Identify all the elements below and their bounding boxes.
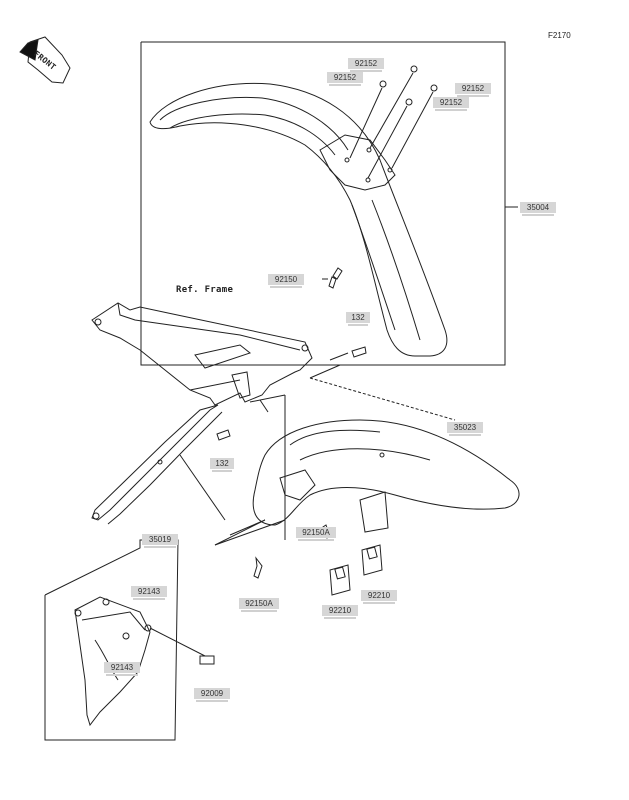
rear-fender <box>252 419 520 526</box>
part-label-screw-mud-flap[interactable]: 92009 <box>194 688 230 699</box>
bolt-icon <box>351 346 367 358</box>
part-label-collar-2[interactable]: 92143 <box>104 662 140 673</box>
front-arrow-icon <box>19 36 71 84</box>
part-label-collar-1[interactable]: 92143 <box>131 586 167 597</box>
part-label-washer-3[interactable]: 92152 <box>455 83 491 94</box>
part-label-bolt-front-fender[interactable]: 92150 <box>268 274 304 285</box>
reference-label: Ref. Frame <box>176 285 234 295</box>
frame <box>91 302 313 406</box>
mud-flap-group-box <box>44 539 179 741</box>
washer-icon <box>405 98 413 106</box>
part-label-washer-1[interactable]: 92152 <box>348 58 384 69</box>
figure-code: F2170 <box>548 31 571 40</box>
part-label-washer-2[interactable]: 92152 <box>327 72 363 83</box>
part-label-nut-2[interactable]: 92210 <box>361 590 397 601</box>
front-fender <box>149 82 448 357</box>
part-label-bolt-rear-fender-a[interactable]: 92150A <box>296 527 336 538</box>
washer-icon <box>430 84 438 92</box>
part-label-rear-fender[interactable]: 35023 <box>447 422 483 433</box>
part-label-mud-flap[interactable]: 35019 <box>142 534 178 545</box>
bolt-icon <box>253 556 263 579</box>
part-label-front-fender[interactable]: 35004 <box>520 202 556 213</box>
part-label-bolt-rear-fender-b[interactable]: 92150A <box>239 598 279 609</box>
mud-flap <box>74 596 151 727</box>
front-fender-group-box <box>140 41 506 366</box>
part-label-washer-4[interactable]: 92152 <box>433 97 469 108</box>
nut-icon <box>366 546 378 560</box>
collar-icon <box>122 632 130 640</box>
part-label-bolt-frame-top[interactable]: 132 <box>346 312 370 323</box>
part-label-bolt-frame-bottom[interactable]: 132 <box>210 458 234 469</box>
part-label-nut-1[interactable]: 92210 <box>322 605 358 616</box>
washer-icon <box>410 65 418 73</box>
bolt-icon <box>216 429 231 441</box>
washer-icon <box>379 80 387 88</box>
nut-icon <box>334 566 346 580</box>
collar-icon <box>102 598 110 606</box>
bolt-icon <box>328 267 343 289</box>
bolt-icon <box>199 655 215 665</box>
